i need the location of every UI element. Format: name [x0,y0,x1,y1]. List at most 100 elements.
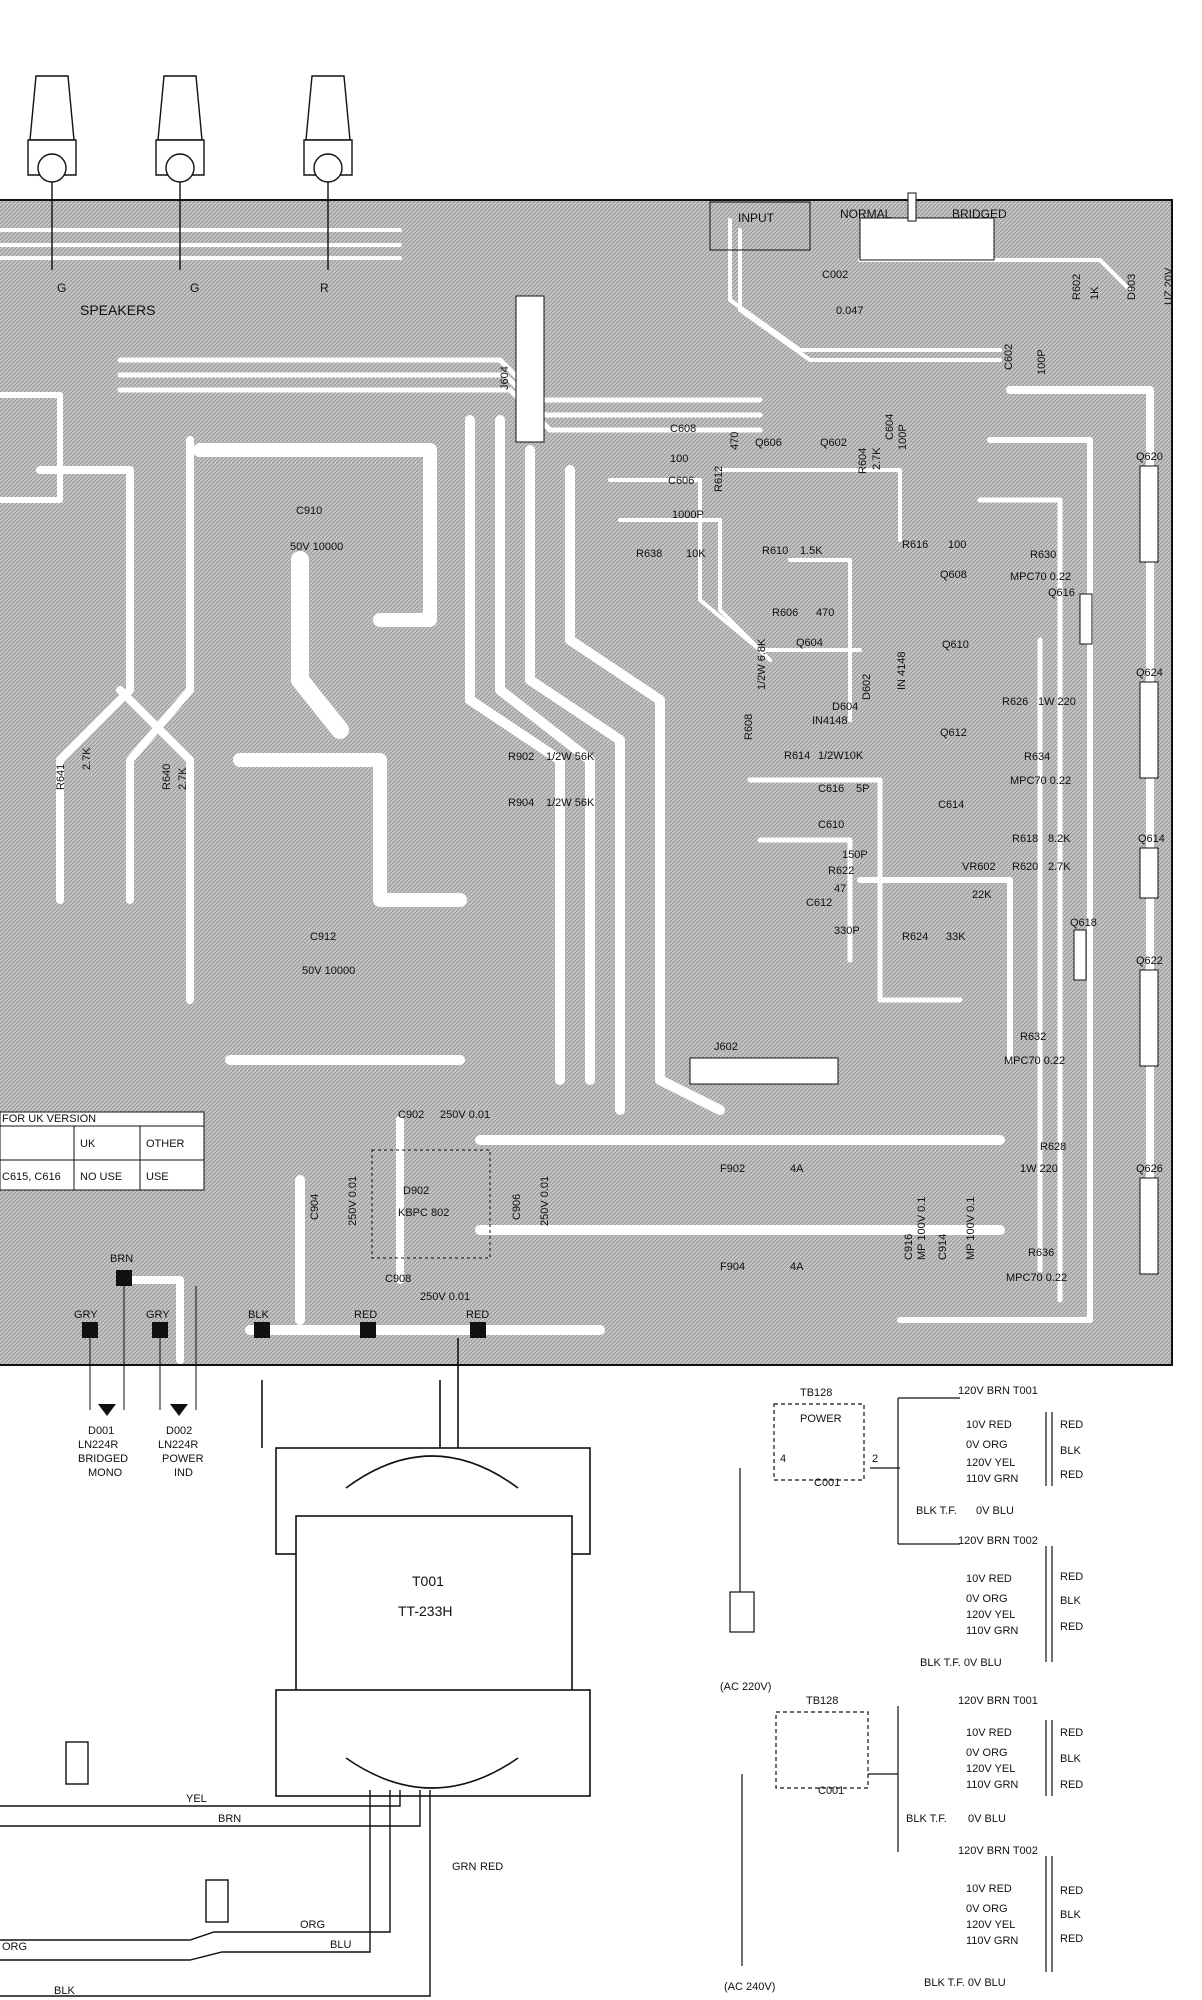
r610-value: 1.5K [800,545,823,557]
r902-label: R902 [508,751,534,763]
wire-org-label: ORG [300,1919,325,1931]
c616-value: 5P [856,783,869,795]
tap-label: 10V RED [966,1727,1012,1739]
r604-label: R604 [857,448,869,474]
r602-value: 1K [1089,286,1101,300]
c914-value: MP 100V 0.1 [965,1197,977,1260]
q616-label: Q616 [1048,587,1075,599]
c608-value: 100 [670,453,688,465]
d602-value: IN 4148 [896,651,908,690]
speakers-label: SPEAKERS [80,302,155,318]
led-icon [89,1286,197,1416]
tap-label: 120V YEL [966,1919,1015,1931]
c910-value: 50V 10000 [290,541,343,553]
tap-label: 0V BLU [968,1813,1006,1825]
c902-label: C902 [398,1109,424,1121]
j602-connector [689,1057,839,1085]
tap-label: 0V ORG [966,1747,1008,1759]
r612-value: 470 [729,432,741,450]
r638-label: R638 [636,548,662,560]
r634-value: MPC70 0.22 [1010,775,1071,787]
uk-table-cell: NO USE [80,1171,122,1183]
d604-label: D604 [832,701,858,713]
wire-brn-label: BRN [218,1813,241,1825]
c612-value: 330P [834,925,860,937]
q626-label: Q626 [1136,1163,1163,1175]
r636-label: R636 [1028,1247,1054,1259]
out-label: BLK [1060,1595,1081,1607]
d902-value: KBPC 802 [398,1207,449,1219]
out-label: RED [1060,1571,1083,1583]
normal-bridged-switch[interactable] [859,217,995,261]
r636-value: MPC70 0.22 [1006,1272,1067,1284]
tap-label: 10V RED [966,1883,1012,1895]
r632-value: MPC70 0.22 [1004,1055,1065,1067]
out-label: RED [1060,1779,1083,1791]
r622-label: R622 [828,865,854,877]
input-jack [709,201,811,251]
j604-connector [515,295,545,443]
c614-label: C614 [938,799,964,811]
mains-wiring-240v [741,1706,1053,1972]
power-switch-label: POWER [800,1413,842,1425]
d903-value: UZ 20V [1163,267,1175,305]
r904-value: 1/2W 56K [546,797,595,809]
wire-blk-label: BLK [54,1985,75,1997]
c916-label: C916 [903,1234,915,1260]
output-transistor-sockets [1073,465,1159,1275]
j602-label: J602 [714,1041,738,1053]
c604-value: 100P [897,424,909,450]
c902-value: 250V 0.01 [440,1109,490,1121]
wire-pads: BRN GRY GRY BLK RED RED [74,1253,489,1338]
speaker-leads [0,1741,431,1997]
uk-table-cell: USE [146,1171,169,1183]
c616-label: C616 [818,783,844,795]
tap-label: 10V RED [966,1573,1012,1585]
t001-type: TT-233H [398,1603,452,1619]
c906-label: C906 [511,1194,523,1220]
c908-value: 250V 0.01 [420,1291,470,1303]
t001-tap-header: 120V BRN T001 [958,1695,1038,1707]
c916-value: MP 100V 0.1 [916,1197,928,1260]
binding-post-icon [27,75,353,270]
q602-label: Q602 [820,437,847,449]
wire-red-label: RED [354,1309,377,1321]
tap-label: 110V GRN [966,1779,1018,1791]
mains-240v-labels: TB128 C001 (AC 240V) 120V BRN T001 10V R… [724,1695,1083,1993]
out-label: RED [1060,1727,1083,1739]
r630-value: MPC70 0.22 [1010,571,1071,583]
wire-grn-label: GRN [452,1861,477,1873]
q622-label: Q622 [1136,955,1163,967]
out-label: RED [1060,1933,1083,1945]
c906-value: 250V 0.01 [539,1176,551,1226]
c001-label: C001 [818,1785,844,1797]
out-label: BLK [1060,1445,1081,1457]
pin-label: 4 [780,1453,786,1465]
tap-label: 110V GRN [966,1473,1018,1485]
r608-label: R608 [743,714,755,740]
t001-tap-header: 120V BRN T001 [958,1385,1038,1397]
transformer-labels: T001 TT-233H [398,1573,452,1619]
c904-label: C904 [309,1194,321,1220]
r620-value: 2.7K [1048,861,1071,873]
lead-labels: YEL BRN GRN RED ORG BLU ORG BLK [2,1793,503,1997]
switch-lever[interactable] [907,192,917,222]
wire-blu-label: BLU [330,1939,351,1951]
d902-label: D902 [403,1185,429,1197]
c910-label: C910 [296,505,322,517]
d001-func: BRIDGED [78,1453,128,1465]
r616-label: R616 [902,539,928,551]
d602-label: D602 [861,674,873,700]
mains-220v-labels: TB128 POWER C001 4 2 (AC 220V) 120V BRN … [720,1385,1083,1693]
r606-value: 470 [816,607,834,619]
q620-label: Q620 [1136,451,1163,463]
tap-label: 120V YEL [966,1609,1015,1621]
tap-label: BLK T.F. 0V BLU [924,1977,1006,1989]
part-labels: G G R SPEAKERS INPUT NORMAL BRIDGED C002… [55,207,1175,1303]
tap-label: 110V GRN [966,1935,1018,1947]
t001-label: T001 [412,1573,444,1589]
c914-label: C914 [937,1234,949,1260]
r620-label: R620 [1012,861,1038,873]
d002-func: POWER [162,1453,204,1465]
